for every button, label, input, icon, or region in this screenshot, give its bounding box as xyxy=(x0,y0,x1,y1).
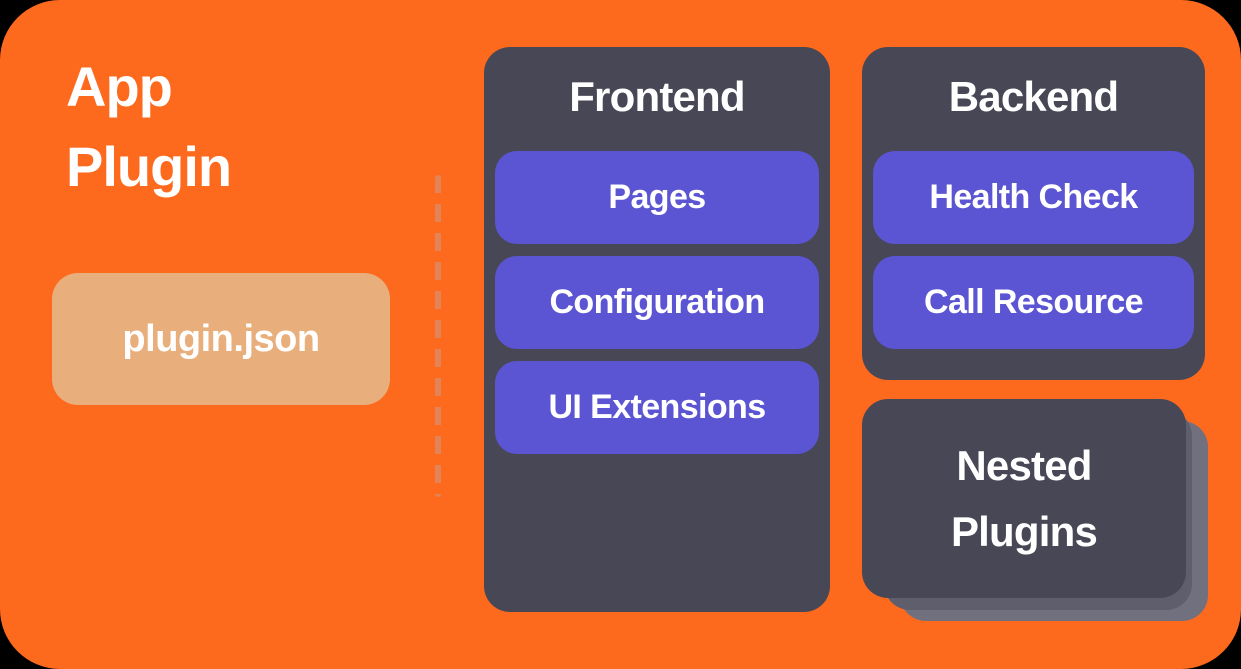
frontend-panel: Frontend Pages Configuration UI Extensio… xyxy=(484,47,830,612)
frontend-item-list: Pages Configuration UI Extensions xyxy=(495,151,819,454)
nested-plugins-card-front[interactable]: Nested Plugins xyxy=(862,399,1186,598)
page-title: App Plugin xyxy=(66,55,232,198)
nested-plugins-stack: Nested Plugins xyxy=(862,399,1208,621)
backend-item-call-resource[interactable]: Call Resource xyxy=(873,256,1194,349)
backend-item-health-check-label: Health Check xyxy=(929,177,1138,216)
backend-item-call-resource-label: Call Resource xyxy=(924,282,1144,321)
frontend-item-pages[interactable]: Pages xyxy=(495,151,819,244)
frontend-item-pages-label: Pages xyxy=(608,177,706,216)
app-plugin-section: App Plugin plugin.json xyxy=(0,0,440,669)
frontend-item-configuration[interactable]: Configuration xyxy=(495,256,819,349)
plugin-json-chip[interactable]: plugin.json xyxy=(52,273,390,405)
backend-item-health-check[interactable]: Health Check xyxy=(873,151,1194,244)
plugin-json-label: plugin.json xyxy=(122,317,320,360)
frontend-item-ui-extensions[interactable]: UI Extensions xyxy=(495,361,819,454)
dashed-divider xyxy=(435,175,441,497)
nested-plugins-label: Nested Plugins xyxy=(950,442,1098,555)
backend-panel-title: Backend xyxy=(948,73,1119,120)
frontend-item-configuration-label: Configuration xyxy=(549,282,765,321)
frontend-item-ui-extensions-label: UI Extensions xyxy=(548,387,766,426)
frontend-panel-title: Frontend xyxy=(569,73,745,120)
backend-item-list: Health Check Call Resource xyxy=(873,151,1194,349)
backend-panel: Backend Health Check Call Resource xyxy=(862,47,1205,380)
